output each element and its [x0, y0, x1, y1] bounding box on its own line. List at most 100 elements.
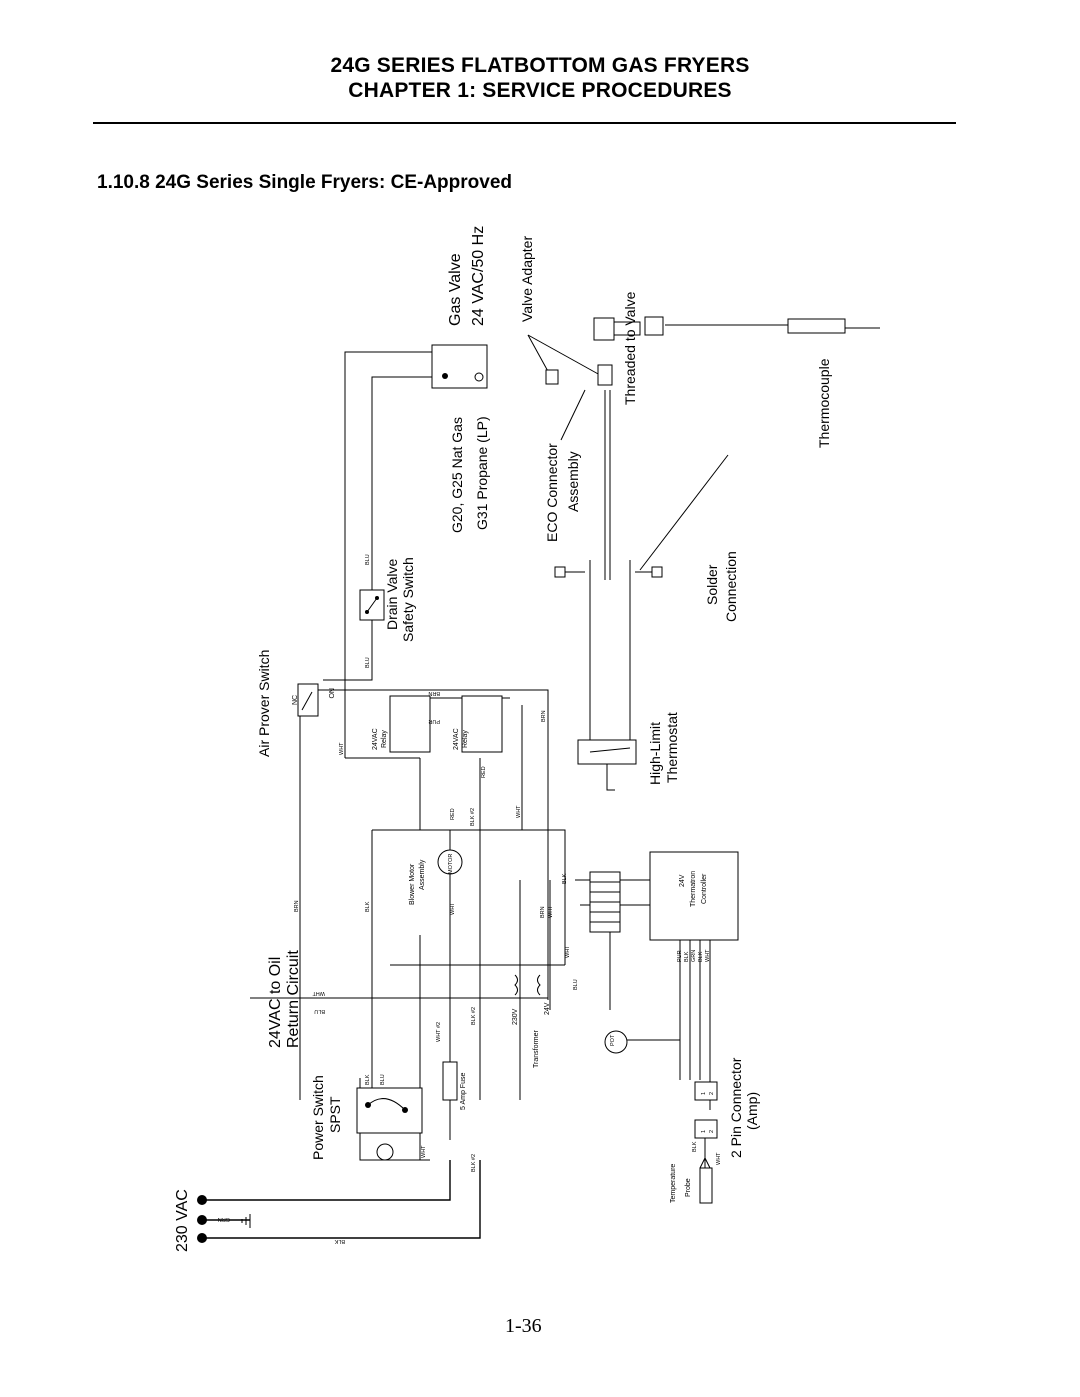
oil-return-label-1: 24VAC to Oil	[267, 957, 284, 1048]
wire-tag: RED	[481, 766, 487, 778]
oil-return-label-2: Return Circuit	[285, 950, 302, 1048]
wire-tag: BRN	[540, 906, 546, 918]
wire-tag: GRN	[218, 1216, 230, 1222]
controller-wire-tag: BLK	[698, 951, 704, 962]
solder-label-1: Solder	[704, 564, 720, 605]
wire-tag: BLK	[692, 1141, 698, 1152]
wire-tag: BLK	[365, 1074, 371, 1085]
blower-label-1: Blower Motor	[409, 863, 416, 905]
controller-label-2: Thermatron	[690, 871, 697, 907]
solder-label-2: Connection	[723, 551, 739, 622]
wire-tag: RED	[450, 808, 456, 820]
threaded-to-valve-label: Threaded to Valve	[622, 291, 638, 405]
gas-valve-label-1: Gas Valve	[447, 253, 464, 326]
controller-label-1: 24V	[679, 874, 686, 887]
gas-types-label-2: G31 Propane (LP)	[474, 416, 490, 530]
fuse-label: 5 Amp Fuse	[460, 1073, 467, 1110]
relay-2	[461, 695, 503, 753]
wire-tag: BRN	[294, 900, 300, 912]
thermocouple-label: Thermocouple	[816, 358, 832, 448]
transformer-label: Transformer	[533, 1029, 540, 1068]
wire-tag: WHT	[516, 805, 522, 818]
wire-tag: WHT #2	[436, 1022, 442, 1042]
transformer-primary: 230V	[512, 1008, 519, 1025]
drain-valve-label-2: Safety Switch	[400, 557, 416, 642]
wire-tag: PUR	[428, 718, 440, 724]
wire-tag: BLU	[314, 1008, 325, 1014]
wire-tag: BLK #2	[470, 808, 476, 826]
air-prover-switch	[297, 683, 319, 717]
power-switch-label-2: SPST	[327, 1096, 343, 1133]
wire-tag: BLU	[365, 657, 371, 668]
power-switch-label-1: Power Switch	[310, 1075, 326, 1160]
connector-pin: 2	[709, 1092, 715, 1095]
wire-tag: BLU	[380, 1074, 386, 1085]
wire-color-tags: BLU BLU BRN PUR WHT BRN RED RED BLK #2 W…	[218, 554, 722, 1244]
terminal-strip	[589, 871, 621, 933]
wire-tag: BLK #2	[471, 1154, 477, 1172]
wire-tag: WHT	[450, 902, 456, 915]
page-number: 1-36	[505, 1315, 542, 1337]
temp-probe-label-2: Probe	[685, 1178, 692, 1197]
header-title-line2: CHAPTER 1: SERVICE PROCEDURES	[348, 79, 732, 102]
high-limit-label-1: High-Limit	[647, 722, 663, 785]
wire-tag: BLU	[573, 979, 579, 990]
section-title: 1.10.8 24G Series Single Fryers: CE-Appr…	[97, 172, 513, 193]
wire-tag: WHT	[548, 905, 554, 918]
connector-pin: 1	[701, 1130, 707, 1133]
supply-label: 230 VAC	[174, 1189, 191, 1252]
wiring-lines	[205, 324, 880, 1239]
transformer	[514, 974, 541, 996]
gas-types-label-1: G20, G25 Nat Gas	[449, 417, 465, 533]
wire-tag: BLU	[365, 554, 371, 565]
connector-pin: 2	[709, 1130, 715, 1133]
relay2-label-2: Relay	[462, 730, 469, 748]
air-prover-label: Air Prover Switch	[256, 650, 272, 757]
valve-adapter-label: Valve Adapter	[519, 236, 535, 322]
wire-tag: BLK #2	[471, 1007, 477, 1025]
pot-label: POT	[610, 1034, 616, 1046]
gas-valve	[431, 344, 488, 389]
relay1-label-1: 24VAC	[372, 728, 379, 750]
pin-connector-label-2: (Amp)	[744, 1092, 760, 1130]
controller-label-3: Controller	[701, 873, 708, 904]
relay2-label-1: 24VAC	[453, 728, 460, 750]
wire-tag: WHT	[716, 1152, 722, 1165]
wire-tag: BLK	[365, 901, 371, 912]
relay-1	[389, 695, 431, 753]
motor-label: MOTOR	[448, 854, 454, 874]
header-divider	[93, 122, 956, 124]
air-prover-nc: NC	[292, 695, 299, 705]
solder-connectors	[554, 566, 663, 578]
drain-valve-label-1: Drain Valve	[384, 558, 400, 630]
controller-wire-tag: GRN	[691, 950, 697, 962]
controller-wire-tag: BLK	[684, 951, 690, 962]
wire-tag: WHT	[339, 742, 345, 755]
transformer-secondary: 24V	[544, 1002, 551, 1015]
power-switch	[356, 1087, 423, 1161]
supply-terminals	[197, 1195, 251, 1243]
diagram-labels: Gas Valve 24 VAC/50 Hz Valve Adapter Thr…	[174, 226, 832, 1252]
wire-tag: WHT	[312, 990, 325, 996]
wire-tag: BRN	[428, 690, 440, 696]
wire-tag: BLK	[334, 1238, 345, 1244]
fuse	[442, 1061, 458, 1101]
wire-tag: BRN	[541, 710, 547, 722]
drain-valve-switch	[359, 589, 385, 621]
temp-probe-label-1: Temperature	[670, 1164, 677, 1203]
air-prover-no: NO	[327, 688, 334, 699]
wire-tag: BLK	[562, 873, 568, 884]
wire-tag: WHT	[421, 1145, 427, 1158]
high-limit-thermostat	[577, 739, 637, 791]
pin-connector	[694, 1081, 718, 1204]
pot	[604, 1030, 628, 1054]
thermatron-controller	[649, 851, 739, 941]
high-limit-label-2: Thermostat	[664, 712, 680, 783]
blower-label-2: Assembly	[419, 859, 426, 890]
wire-tag: WHT	[565, 945, 571, 958]
blower-motor	[437, 849, 463, 875]
controller-wire-tag: WHT	[705, 949, 711, 962]
controller-wire-tag: PUR	[677, 950, 683, 962]
threaded-valve-fitting	[545, 316, 846, 386]
